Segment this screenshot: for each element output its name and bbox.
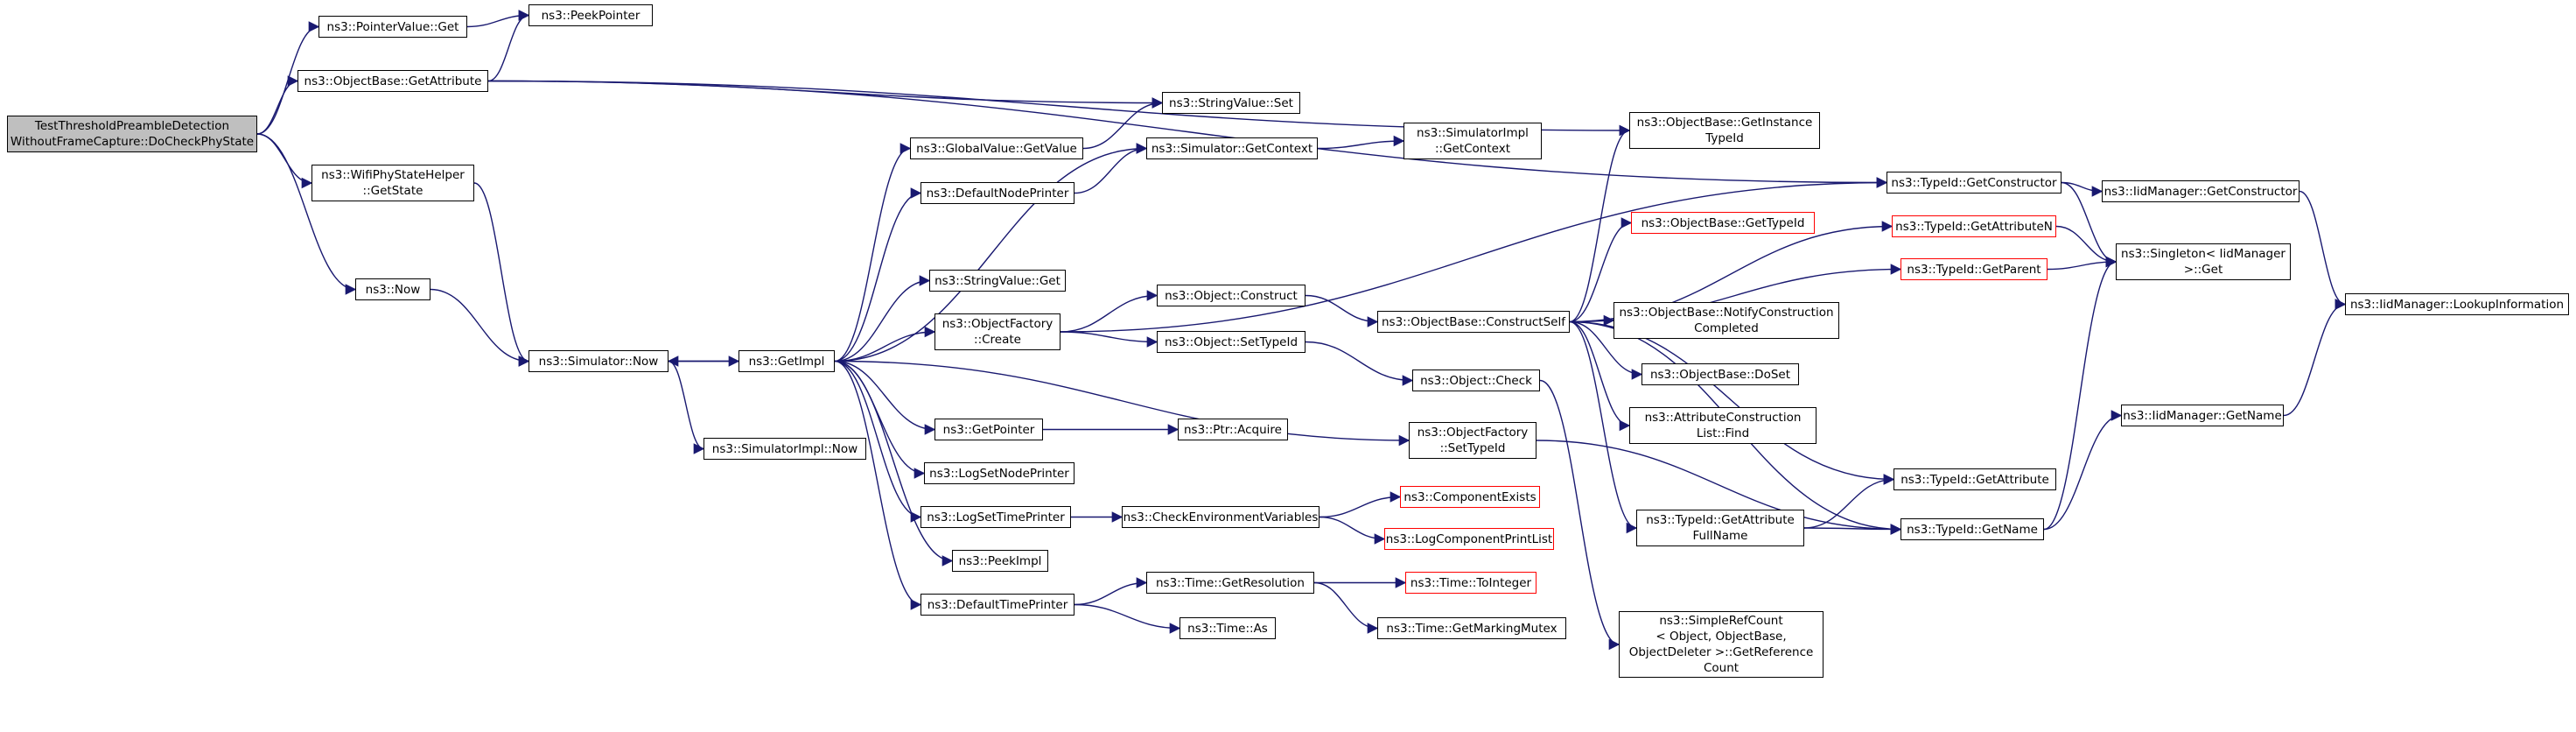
edge-iidname-to-iidlookup bbox=[2283, 299, 2347, 417]
node-object-settypeid[interactable]: ns3::Object::SetTypeId bbox=[1157, 331, 1306, 353]
node-objectbase-getattribute[interactable]: ns3::ObjectBase::GetAttribute bbox=[298, 70, 488, 92]
node-object-construct[interactable]: ns3::Object::Construct bbox=[1157, 285, 1306, 306]
node-wifiphystatehelper-getstate[interactable]: ns3::WifiPhyStateHelper ::GetState bbox=[312, 165, 474, 201]
edge-obconstructself-to-obdoset bbox=[1569, 320, 1643, 380]
node-pointervalue-get[interactable]: ns3::PointerValue::Get bbox=[318, 16, 467, 38]
node-getpointer[interactable]: ns3::GetPointer bbox=[934, 419, 1043, 440]
edge-simctx-to-simimplctx bbox=[1317, 135, 1405, 150]
node-objectfactory-create[interactable]: ns3::ObjectFactory ::Create bbox=[934, 313, 1060, 350]
node-defaultnodeprinter[interactable]: ns3::DefaultNodePrinter bbox=[920, 182, 1074, 204]
edge-iidctor-to-iidlookup bbox=[2299, 190, 2347, 310]
node-typeid-getattributen[interactable]: ns3::TypeId::GetAttributeN bbox=[1892, 215, 2056, 237]
edge-obgetattr-to-peekptr bbox=[487, 10, 530, 82]
edge-obgetattr-to-tidgetctor bbox=[487, 80, 1888, 188]
edge-getimpl-to-simctx bbox=[834, 143, 1148, 362]
node-defaulttimeprinter[interactable]: ns3::DefaultTimePrinter bbox=[920, 594, 1074, 616]
node-simulator-getcontext[interactable]: ns3::Simulator::GetContext bbox=[1146, 137, 1318, 159]
node-peekimpl[interactable]: ns3::PeekImpl bbox=[952, 550, 1048, 572]
edge-ofcreate-to-objsettype bbox=[1060, 331, 1158, 348]
node-stringvalue-get[interactable]: ns3::StringValue::Get bbox=[929, 270, 1066, 292]
node-objectbase-gettypeid[interactable]: ns3::ObjectBase::GetTypeId bbox=[1631, 212, 1815, 234]
edge-checkenv-to-logcomplist bbox=[1319, 516, 1386, 545]
edge-getimpl-to-logtime bbox=[834, 360, 922, 523]
node-simplerefcount-getreferencecount[interactable]: ns3::SimpleRefCount < Object, ObjectBase… bbox=[1619, 611, 1824, 678]
edge-ofcreate-to-tidgetctor bbox=[1060, 177, 1888, 333]
edge-obconstructself-to-tidattrfull bbox=[1569, 320, 1638, 534]
node-time-as[interactable]: ns3::Time::As bbox=[1180, 617, 1276, 639]
node-getimpl[interactable]: ns3::GetImpl bbox=[738, 350, 835, 372]
node-time-getresolution[interactable]: ns3::Time::GetResolution bbox=[1146, 572, 1314, 594]
node-simulatorimpl-now[interactable]: ns3::SimulatorImpl::Now bbox=[704, 438, 866, 460]
edge-timeres-to-timemutex bbox=[1313, 581, 1379, 634]
edge-tidparent-to-singleton bbox=[2047, 256, 2118, 271]
node-logsetnodeprinter[interactable]: ns3::LogSetNodePrinter bbox=[924, 462, 1074, 484]
edge-now-to-simnow bbox=[430, 288, 530, 367]
node-componentexists[interactable]: ns3::ComponentExists bbox=[1400, 486, 1540, 508]
edge-tidname-to-singleton bbox=[2043, 256, 2118, 531]
edge-gvget-to-svset bbox=[1082, 97, 1164, 150]
edge-obconstructself-to-obinsttype bbox=[1569, 124, 1631, 323]
edge-getimpl-to-deftime bbox=[834, 360, 922, 610]
edge-getimpl-to-getpointer bbox=[834, 360, 936, 435]
node-typeid-getparent[interactable]: ns3::TypeId::GetParent bbox=[1900, 258, 2048, 280]
node-objectbase-getinstancetypeid[interactable]: ns3::ObjectBase::GetInstance TypeId bbox=[1629, 112, 1820, 149]
node-checkenvironmentvariables[interactable]: ns3::CheckEnvironmentVariables bbox=[1122, 506, 1320, 528]
edge-deftime-to-timeres bbox=[1074, 577, 1148, 606]
node-typeid-getattributefullname[interactable]: ns3::TypeId::GetAttribute FullName bbox=[1636, 510, 1804, 546]
node-object-check[interactable]: ns3::Object::Check bbox=[1412, 370, 1540, 391]
node-singleton-iidmanager-get[interactable]: ns3::Singleton< IidManager >::Get bbox=[2116, 243, 2291, 280]
edge-tidattrfull-to-tidgetattr bbox=[1803, 474, 1895, 529]
edge-ofcreate-to-objconstruct bbox=[1060, 290, 1158, 333]
edge-getimpl-to-defnode bbox=[834, 187, 922, 362]
edge-obconstructself-to-obgettype bbox=[1569, 217, 1633, 323]
node-objectbase-constructself[interactable]: ns3::ObjectBase::ConstructSelf bbox=[1377, 311, 1570, 333]
edge-obconstructself-to-attrfind bbox=[1569, 320, 1631, 432]
node-objectbase-notifyconstructioncompleted[interactable]: ns3::ObjectBase::NotifyConstruction Comp… bbox=[1614, 302, 1839, 339]
node-typeid-getconstructor[interactable]: ns3::TypeId::GetConstructor bbox=[1886, 172, 2062, 194]
edge-getimpl-to-peekimpl bbox=[834, 360, 954, 567]
edge-objconstruct-to-obconstructself bbox=[1305, 294, 1379, 327]
node-logcomponentprintlist[interactable]: ns3::LogComponentPrintList bbox=[1384, 528, 1554, 550]
node-simulator-now[interactable]: ns3::Simulator::Now bbox=[528, 350, 668, 372]
node-iidmanager-getname[interactable]: ns3::IidManager::GetName bbox=[2121, 405, 2284, 426]
edge-wifiphy-to-simnow bbox=[473, 182, 530, 367]
node-globalvalue-getvalue[interactable]: ns3::GlobalValue::GetValue bbox=[910, 137, 1083, 159]
edge-tidname-to-iidname bbox=[2043, 410, 2123, 531]
node-time-tointeger[interactable]: ns3::Time::ToInteger bbox=[1405, 572, 1536, 594]
node-iidmanager-getconstructor[interactable]: ns3::IidManager::GetConstructor bbox=[2102, 180, 2300, 202]
edge-tidattrfull-to-tidname bbox=[1803, 524, 1902, 535]
node-objectbase-doset[interactable]: ns3::ObjectBase::DoSet bbox=[1642, 363, 1799, 385]
edge-root-to-obgetattr bbox=[256, 75, 299, 135]
node-peekpointer[interactable]: ns3::PeekPointer bbox=[528, 4, 653, 26]
edge-objcheck-to-simplerefcount bbox=[1539, 379, 1620, 651]
edge-getimpl-to-ofsettype bbox=[834, 360, 1410, 447]
node-typeid-getattribute[interactable]: ns3::TypeId::GetAttribute bbox=[1894, 468, 2056, 490]
edge-tidattrn-to-singleton bbox=[2055, 225, 2118, 268]
node-objectfactory-settypeid[interactable]: ns3::ObjectFactory ::SetTypeId bbox=[1409, 422, 1536, 459]
node-simulatorimpl-getcontext[interactable]: ns3::SimulatorImpl ::GetContext bbox=[1404, 123, 1542, 159]
edge-deftime-to-timeas bbox=[1074, 603, 1181, 634]
edge-defnode-to-simctx bbox=[1074, 143, 1148, 194]
node-time-getmarkingmutex[interactable]: ns3::Time::GetMarkingMutex bbox=[1377, 617, 1566, 639]
edge-simnow-to-simimplnow bbox=[668, 360, 705, 454]
node-attributeconstructionlist-find[interactable]: ns3::AttributeConstruction List::Find bbox=[1629, 407, 1816, 444]
node-logsettimeprinter[interactable]: ns3::LogSetTimePrinter bbox=[920, 506, 1071, 528]
node-iidmanager-lookupinformation[interactable]: ns3::IidManager::LookupInformation bbox=[2345, 293, 2569, 315]
edge-getimpl-to-svget bbox=[834, 275, 931, 362]
node-now[interactable]: ns3::Now bbox=[355, 278, 430, 300]
edge-root-to-wifiphy bbox=[256, 133, 313, 189]
node-root-doCheckPhyState[interactable]: TestThresholdPreambleDetection WithoutFr… bbox=[7, 116, 257, 152]
node-stringvalue-set[interactable]: ns3::StringValue::Set bbox=[1162, 92, 1300, 114]
edge-ofsettype-to-tidname bbox=[1536, 440, 1902, 535]
edge-getimpl-to-gvget bbox=[834, 143, 912, 362]
edge-objsettype-to-objcheck bbox=[1305, 341, 1414, 386]
edge-root-to-now bbox=[256, 133, 357, 295]
edge-checkenv-to-compexists bbox=[1319, 491, 1402, 518]
edge-getimpl-to-ofcreate bbox=[834, 326, 936, 362]
node-typeid-getname[interactable]: ns3::TypeId::GetName bbox=[1900, 518, 2044, 540]
edge-obconstructself-to-tidgetattr bbox=[1569, 320, 1895, 485]
node-ptr-acquire[interactable]: ns3::Ptr::Acquire bbox=[1178, 419, 1288, 440]
